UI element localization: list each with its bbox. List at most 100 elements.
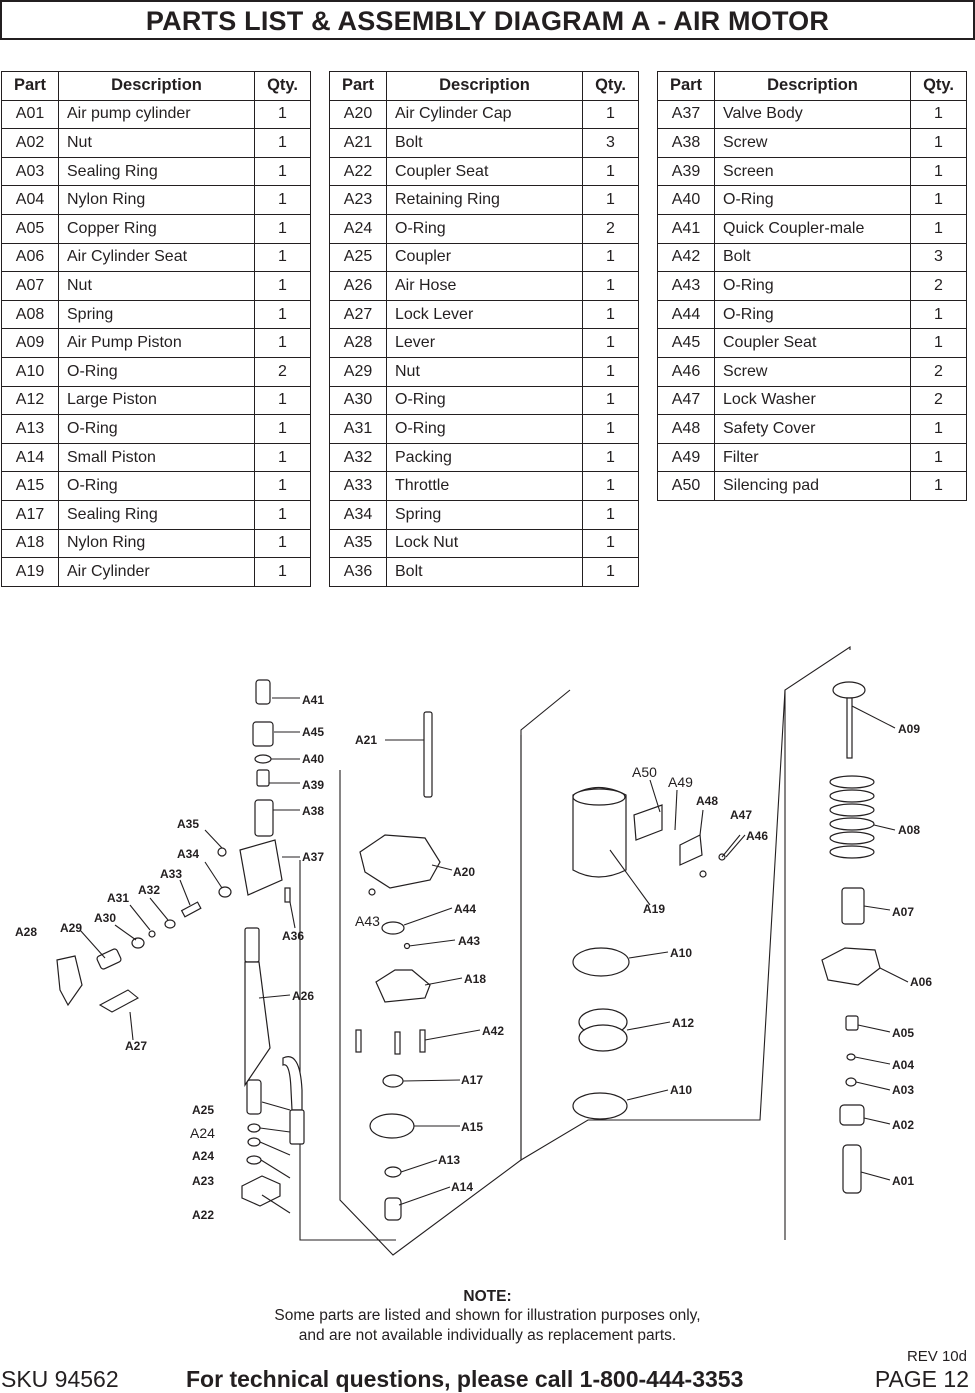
cell-part: A33 xyxy=(329,471,387,501)
cell-qty: 1 xyxy=(910,328,967,358)
cell-part: A22 xyxy=(329,156,387,187)
cell-description: Screen xyxy=(714,156,911,187)
cell-description: Large Piston xyxy=(58,385,255,416)
label-a17: A17 xyxy=(461,1073,483,1087)
cell-part: A48 xyxy=(657,414,715,444)
cell-part: A01 xyxy=(1,99,59,130)
cell-part: A39 xyxy=(657,156,715,187)
cell-part: A21 xyxy=(329,128,387,158)
cell-part: A13 xyxy=(1,414,59,444)
cell-qty: 2 xyxy=(910,356,967,387)
cell-qty: 1 xyxy=(254,557,311,587)
table-header-row: Part Description Qty. xyxy=(1,71,311,101)
cell-description: O-Ring xyxy=(714,299,911,330)
cell-part: A14 xyxy=(1,442,59,473)
cell-qty: 1 xyxy=(582,414,639,444)
cylinder-cap-parts xyxy=(355,711,441,1221)
cell-part: A24 xyxy=(329,213,387,244)
cell-description: Lock Lever xyxy=(386,299,583,330)
cell-qty: 1 xyxy=(582,471,639,501)
cell-part: A37 xyxy=(657,99,715,130)
header-description: Description xyxy=(58,71,255,101)
cell-description: Small Piston xyxy=(58,442,255,473)
assembly-diagram: A41 A45 A40 A39 A38 A37 A35 A34 A33 A32 … xyxy=(15,645,932,1256)
cell-description: Nut xyxy=(386,356,583,387)
cell-description: Quick Coupler-male xyxy=(714,213,911,244)
cell-description: Throttle xyxy=(386,471,583,501)
cell-part: A47 xyxy=(657,385,715,416)
cell-qty: 1 xyxy=(254,528,311,559)
cell-description: O-Ring xyxy=(58,471,255,501)
cell-qty: 1 xyxy=(582,328,639,358)
cell-description: Lock Washer xyxy=(714,385,911,416)
footer-page-number: PAGE 12 xyxy=(874,1366,969,1392)
cell-part: A02 xyxy=(1,128,59,158)
cell-description: Copper Ring xyxy=(58,213,255,244)
cell-part: A07 xyxy=(1,271,59,301)
cell-part: A03 xyxy=(1,156,59,187)
cell-description: Coupler Seat xyxy=(714,328,911,358)
cell-description: Packing xyxy=(386,442,583,473)
cell-part: A44 xyxy=(657,299,715,330)
cell-part: A38 xyxy=(657,128,715,158)
note-line-2: and are not available individually as re… xyxy=(298,1327,677,1344)
page-title-bar: PARTS LIST & ASSEMBLY DIAGRAM A - AIR MO… xyxy=(0,0,975,40)
header-qty: Qty. xyxy=(910,71,967,101)
label-a49: A49 xyxy=(668,774,693,790)
cell-qty: 1 xyxy=(254,471,311,501)
cell-description: Coupler Seat xyxy=(386,156,583,187)
cell-part: A31 xyxy=(329,414,387,444)
cell-qty: 1 xyxy=(254,328,311,358)
label-a48: A48 xyxy=(696,794,718,808)
label-a05: A05 xyxy=(892,1026,914,1040)
cell-qty: 1 xyxy=(910,414,967,444)
label-a37: A37 xyxy=(302,850,324,864)
cell-part: A34 xyxy=(329,499,387,530)
label-a43-thin: A43 xyxy=(355,913,380,929)
label-a46: A46 xyxy=(746,829,768,843)
label-a03: A03 xyxy=(892,1083,914,1097)
cell-description: Lock Nut xyxy=(386,528,583,559)
cell-part: A35 xyxy=(329,528,387,559)
leader-lines xyxy=(79,697,909,1214)
label-a09: A09 xyxy=(898,722,920,736)
label-a42: A42 xyxy=(482,1024,504,1038)
label-a28: A28 xyxy=(15,925,37,939)
cell-part: A05 xyxy=(1,213,59,244)
cell-description: O-Ring xyxy=(58,414,255,444)
panel-outline-mid xyxy=(339,689,571,1256)
label-a32: A32 xyxy=(138,883,160,897)
cell-qty: 1 xyxy=(254,185,311,215)
cell-description: Air Cylinder Seat xyxy=(58,242,255,273)
label-a45: A45 xyxy=(302,725,324,739)
cell-part: A50 xyxy=(657,471,715,501)
cell-description: Air Cylinder Cap xyxy=(386,99,583,130)
cell-part: A08 xyxy=(1,299,59,330)
cell-description: O-Ring xyxy=(386,213,583,244)
cell-description: Air Pump Piston xyxy=(58,328,255,358)
cell-description: Bolt xyxy=(386,128,583,158)
label-a13: A13 xyxy=(438,1153,460,1167)
panel-outline-right xyxy=(520,645,851,1161)
note-heading: NOTE: xyxy=(463,1288,512,1305)
header-part: Part xyxy=(657,71,715,101)
cell-part: A17 xyxy=(1,499,59,530)
